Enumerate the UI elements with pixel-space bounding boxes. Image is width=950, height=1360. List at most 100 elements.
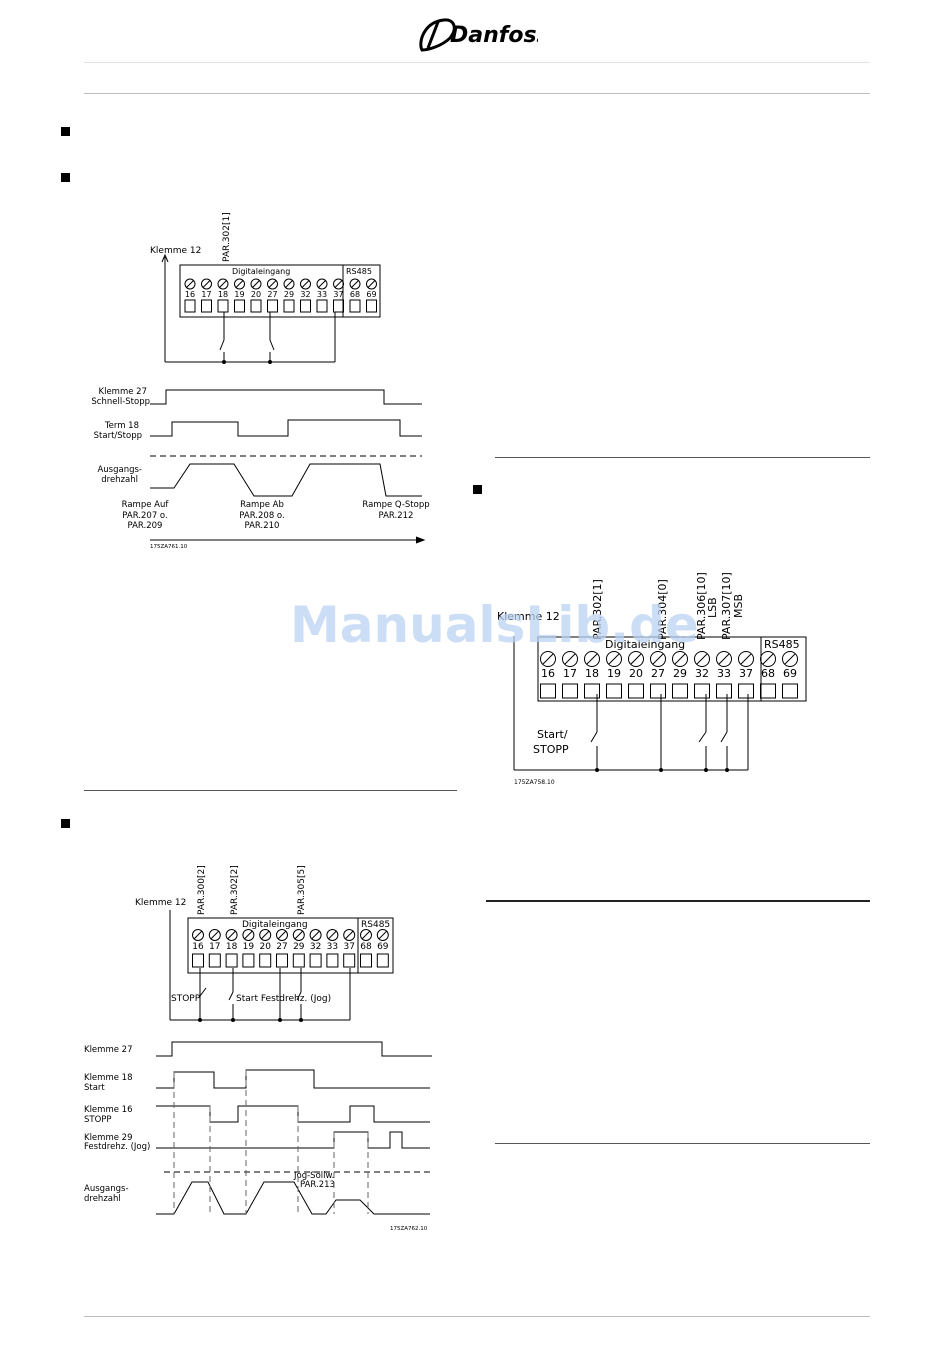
section-rule	[495, 1143, 870, 1144]
terminal-screw-slot	[328, 930, 337, 940]
terminal-number: 18	[218, 290, 228, 299]
terminal-screw	[234, 278, 245, 290]
jog-sollw-label: Jog-Sollw.	[293, 1171, 334, 1181]
terminal-screw	[217, 278, 229, 290]
klemme16-label: Klemme 16	[84, 1105, 132, 1115]
terminal-screw	[562, 651, 578, 667]
terminal-number: 68	[350, 290, 360, 299]
terminal-number: 37	[343, 942, 354, 952]
terminal-box	[333, 299, 344, 313]
terminal-screw	[267, 278, 278, 290]
terminal-box	[738, 683, 754, 699]
logo-text: Danfoss	[450, 23, 538, 48]
terminal-screw	[184, 278, 196, 290]
danfoss-logo: Danfoss	[414, 12, 550, 56]
param-306: PAR.306[10]	[695, 572, 708, 640]
terminal-screw	[376, 929, 389, 941]
terminal-box	[250, 299, 262, 313]
terminal-box	[292, 953, 305, 968]
terminal-screw-slot	[608, 653, 620, 665]
terminal-screw-slot	[361, 930, 371, 940]
rampe-q-par: PAR.212	[379, 511, 414, 521]
ausgang-label: Ausgangs-	[97, 465, 142, 475]
klemme12-label: Klemme 12	[135, 898, 186, 908]
terminal-screw-slot	[252, 280, 260, 288]
terminal-number: 27	[267, 290, 277, 299]
rampe-ab-par1: PAR.208 o.	[239, 511, 284, 521]
param-300: PAR.300[2]	[197, 865, 207, 915]
terminal-box	[376, 953, 389, 968]
param-302: PAR.302[2]	[230, 865, 240, 915]
terminal-number: 18	[585, 667, 599, 680]
par213-label: PAR.213	[300, 1180, 335, 1190]
terminal-screw-slot	[696, 653, 708, 665]
terminal-number: 16	[185, 290, 195, 299]
terminal-screw-slot	[277, 930, 287, 940]
terminal-box	[360, 953, 372, 968]
section-bullet	[61, 173, 70, 182]
terminal-screw	[259, 929, 272, 941]
terminal-number: 29	[284, 290, 294, 299]
terminal-screw	[694, 651, 710, 667]
stopp-label: STOPP	[171, 994, 201, 1004]
terminal-box	[672, 683, 688, 699]
terminal-number: 18	[226, 942, 238, 952]
terminal-screw-slot	[542, 653, 554, 665]
terminal-number: 17	[209, 942, 220, 952]
terminal-number: 17	[201, 290, 211, 299]
terminal-number: 20	[629, 667, 643, 680]
rampe-auf-label: Rampe Auf	[122, 500, 170, 510]
diagram-start-stopp-binary: PAR.302[1] PAR.304[0] PAR.306[10] LSB PA…	[497, 572, 807, 786]
terminal-box	[242, 953, 255, 968]
terminal-screw	[333, 278, 344, 290]
terminal-number: 32	[310, 942, 321, 952]
terminal-box	[276, 953, 288, 968]
terminal-number: 19	[234, 290, 244, 299]
terminal-box	[628, 683, 644, 699]
terminal-number: 69	[366, 290, 376, 299]
terminal-box	[650, 683, 666, 699]
section-bullet	[473, 485, 482, 494]
terminal-box	[201, 299, 212, 313]
terminal-screw	[584, 651, 600, 667]
terminal-box	[760, 683, 776, 699]
terminal-screw-slot	[564, 653, 576, 665]
terminal-screw	[225, 929, 238, 941]
terminal-number: 33	[317, 290, 327, 299]
terminal-screw	[283, 278, 295, 290]
terminal-screw-slot	[318, 280, 326, 288]
rampe-auf-par2: PAR.209	[128, 521, 163, 531]
rampe-ab-par2: PAR.210	[245, 521, 280, 531]
terminal-number: 29	[293, 942, 305, 952]
ausgang-label: Ausgangs-	[84, 1184, 129, 1194]
diagram-festdrehzahl-jog: Klemme 12 PAR.300[2] PAR.302[2] PAR.305[…	[84, 865, 432, 1232]
terminal-screw-slot	[586, 653, 598, 665]
lsb-label: LSB	[706, 597, 719, 618]
startstopp-label: Start/Stopp	[94, 431, 142, 441]
terminal-screw-slot	[311, 930, 320, 940]
footer-rule	[84, 1316, 870, 1317]
terminal-box	[562, 683, 578, 699]
terminal-box	[309, 953, 322, 968]
terminal-number: 33	[327, 942, 338, 952]
param-307: PAR.307[10]	[720, 572, 733, 640]
terminal-number: 68	[360, 942, 372, 952]
watermark: ManualsLib.de	[290, 596, 699, 654]
terminal-screw	[242, 929, 255, 941]
terminal-screw	[782, 651, 798, 667]
terminal-screw-slot	[186, 280, 194, 288]
terminal-screw	[738, 651, 754, 667]
terminal-number: 29	[673, 667, 687, 680]
terminal-box	[283, 299, 295, 313]
terminal-box	[716, 683, 732, 699]
section-rule	[495, 457, 870, 458]
terminal-box	[540, 683, 556, 699]
terminal-number: 19	[607, 667, 621, 680]
terminal-screw-slot	[193, 930, 203, 940]
terminal-number: 37	[739, 667, 753, 680]
terminal-box	[694, 683, 710, 699]
param-304: PAR.304[0]	[656, 579, 669, 640]
klemme18-label: Klemme 18	[84, 1073, 132, 1083]
terminal-box	[225, 953, 238, 968]
terminal-number: 37	[333, 290, 343, 299]
